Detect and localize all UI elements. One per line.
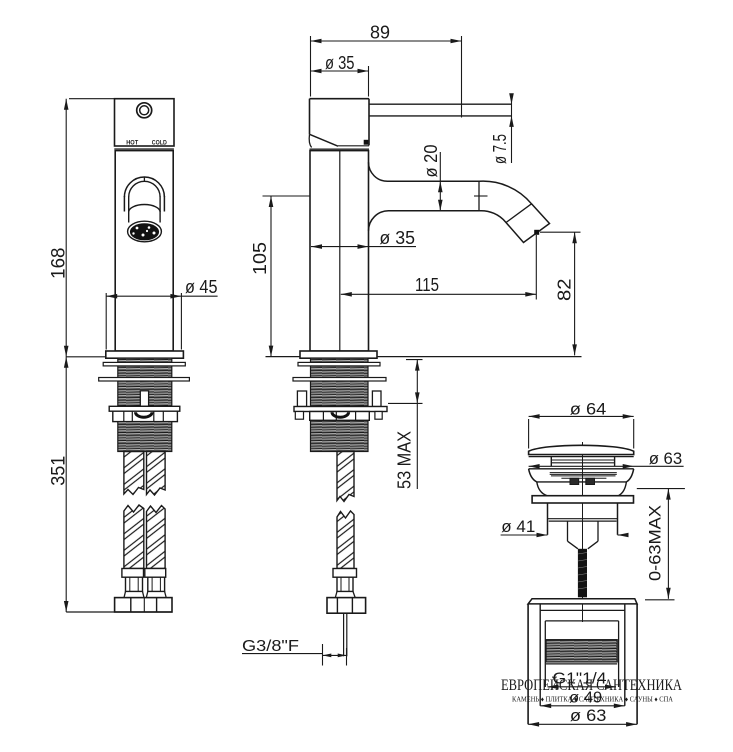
svg-text:ø 35: ø 35	[379, 227, 415, 248]
svg-text:КАМЕНЬ ♦ ПЛИТКА ♦ САНТЕХНИКА ♦: КАМЕНЬ ♦ ПЛИТКА ♦ САНТЕХНИКА ♦ САУНЫ ♦ С…	[512, 696, 673, 704]
svg-text:ø 20: ø 20	[420, 145, 441, 178]
svg-text:ø 35: ø 35	[325, 52, 355, 73]
svg-text:G1"1/4: G1"1/4	[553, 671, 607, 688]
svg-text:351: 351	[47, 456, 69, 486]
svg-text:G3/8"F: G3/8"F	[242, 638, 299, 655]
svg-text:ø 49: ø 49	[569, 689, 602, 706]
svg-text:HOT: HOT	[126, 140, 138, 147]
svg-text:89: 89	[370, 22, 390, 43]
svg-text:53 MAX: 53 MAX	[394, 431, 415, 489]
svg-text:COLD: COLD	[152, 140, 167, 147]
svg-text:105: 105	[249, 242, 270, 275]
svg-text:115: 115	[415, 274, 439, 295]
svg-text:ø 41: ø 41	[501, 518, 535, 536]
svg-text:ø 45: ø 45	[185, 277, 218, 297]
svg-text:0-63MAX: 0-63MAX	[647, 505, 665, 581]
svg-text:168: 168	[47, 248, 69, 279]
svg-text:ø 63: ø 63	[570, 707, 607, 725]
svg-text:ø 63: ø 63	[649, 449, 683, 468]
svg-text:82: 82	[554, 279, 575, 302]
svg-text:ø 7.5: ø 7.5	[489, 134, 510, 164]
svg-text:ø 64: ø 64	[570, 400, 607, 419]
